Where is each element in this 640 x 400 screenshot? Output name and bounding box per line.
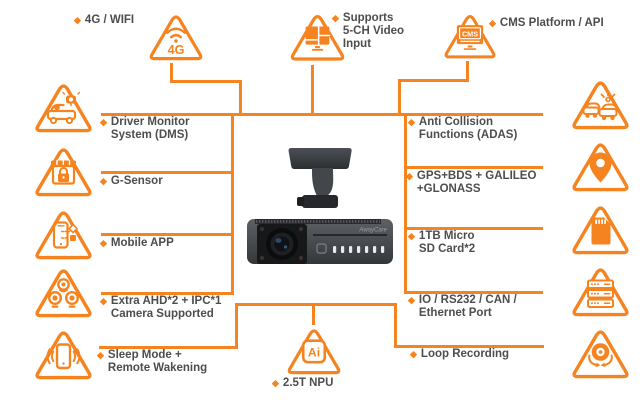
mobile-app-icon (35, 211, 92, 260)
lens-glint (275, 238, 282, 243)
diamond-bullet: ◆ (272, 378, 279, 388)
mount-clamp (302, 195, 338, 208)
connector-line (394, 345, 544, 348)
dashcam-product-image: AwayCare (247, 148, 393, 264)
connector-line (398, 79, 469, 82)
feature-triangle-adas (566, 77, 635, 131)
connector-line (311, 65, 314, 115)
diamond-bullet: ◆ (406, 171, 413, 181)
diamond-bullet: ◆ (100, 176, 107, 186)
connector-line (466, 61, 469, 81)
label-gnss: ◆ GPS+BDS + GALILEO +GLONASS (406, 170, 537, 195)
connector-line (231, 113, 234, 295)
label-cms: ◆ CMS Platform / API (489, 17, 604, 29)
diamond-bullet: ◆ (489, 18, 496, 28)
connector-line (404, 113, 407, 294)
feature-triangle-dms (29, 80, 98, 134)
connector-line (312, 303, 315, 325)
diamond-bullet: ◆ (100, 238, 107, 248)
feature-triangle-extra-cameras (29, 265, 98, 319)
vent-strip (255, 219, 381, 224)
feature-triangle-g-sensor (29, 144, 98, 198)
video-wall-icon (290, 14, 345, 61)
sd-card-icon (572, 206, 629, 255)
diamond-bullet: ◆ (74, 15, 81, 25)
feature-triangle-npu: Ai (284, 323, 344, 378)
connector-line (99, 346, 238, 349)
loop-record-icon (572, 330, 629, 379)
label-wifi: ◆ 4G / WIFI (74, 14, 135, 26)
cms-monitor-icon: CMS (444, 15, 496, 59)
cameras-icon (35, 269, 92, 318)
feature-triangle-loop-recording (566, 326, 635, 380)
diamond-bullet: ◆ (100, 296, 107, 306)
feature-triangle-cms: CMS (441, 9, 499, 62)
diamond-bullet: ◆ (100, 117, 107, 127)
svg-text:Ai: Ai (308, 346, 320, 360)
mount-knob (297, 197, 304, 206)
connector-line (170, 80, 242, 83)
wifi-4g-icon: 4G (149, 15, 203, 61)
connector-line (404, 166, 543, 169)
feature-triangle-wifi: 4G (146, 9, 206, 64)
connector-line (235, 303, 238, 349)
label-sd-card: ◆ 1TB Micro SD Card*2 (408, 230, 476, 255)
connector-line (101, 113, 543, 116)
connector-line (101, 292, 234, 295)
connector-line (235, 303, 397, 306)
label-ports: ◆ IO / RS232 / CAN / Ethernet Port (408, 294, 517, 319)
phone-wake-icon (35, 331, 92, 380)
connector-line (101, 233, 234, 236)
ir-led (260, 227, 264, 231)
svg-text:CMS: CMS (462, 29, 478, 38)
label-g-sensor: ◆ G-Sensor (100, 175, 163, 187)
diamond-bullet: ◆ (408, 231, 415, 241)
connector-line (394, 303, 397, 348)
feature-triangle-ports (566, 264, 635, 318)
led-indicators (333, 246, 385, 253)
diamond-bullet: ◆ (408, 117, 415, 127)
connector-line (101, 171, 234, 174)
feature-triangle-gnss (566, 139, 635, 193)
label-npu: ◆ 2.5T NPU (272, 377, 334, 389)
diamond-bullet: ◆ (332, 13, 339, 23)
feature-triangle-mobile-app (29, 207, 98, 261)
diamond-bullet: ◆ (408, 295, 415, 305)
connector-line (404, 227, 543, 230)
ai-chip-icon: Ai (287, 329, 341, 375)
label-video-input: ◆ Supports 5-CH Video Input (332, 12, 405, 50)
connector-line (239, 80, 242, 115)
connector-line (404, 291, 543, 294)
feature-triangle-sd-card (566, 202, 635, 256)
lens-glint-2 (283, 245, 288, 249)
label-dms: ◆ Driver Monitor System (DMS) (100, 116, 190, 141)
location-pin-icon (572, 143, 629, 192)
car-collision-icon (572, 81, 629, 130)
ir-led (299, 256, 303, 260)
label-sleep-mode: ◆ Sleep Mode + Remote Wakening (97, 349, 208, 374)
connector-line (398, 79, 401, 115)
feature-triangle-sleep-mode (29, 327, 98, 381)
diamond-bullet: ◆ (97, 350, 104, 360)
mount-arm (312, 168, 334, 196)
mount-pad (288, 148, 352, 169)
body-button (316, 243, 327, 254)
io-ports-icon (572, 268, 629, 317)
svg-text:4G: 4G (168, 43, 185, 57)
label-adas: ◆ Anti Collision Functions (ADAS) (408, 116, 518, 141)
label-mobile-app: ◆ Mobile APP (100, 237, 174, 249)
label-loop-recording: ◆ Loop Recording (410, 348, 510, 360)
label-extra-cameras: ◆ Extra AHD*2 + IPC*1 Camera Supported (100, 295, 222, 320)
feature-triangle-video-input (287, 8, 348, 65)
diamond-bullet: ◆ (410, 349, 417, 359)
connector-line (170, 63, 173, 82)
ir-led (260, 256, 264, 260)
ir-led (299, 227, 303, 231)
g-sensor-icon (35, 148, 92, 197)
driver-monitor-icon (35, 84, 92, 133)
brand-logo: AwayCare (358, 228, 387, 234)
